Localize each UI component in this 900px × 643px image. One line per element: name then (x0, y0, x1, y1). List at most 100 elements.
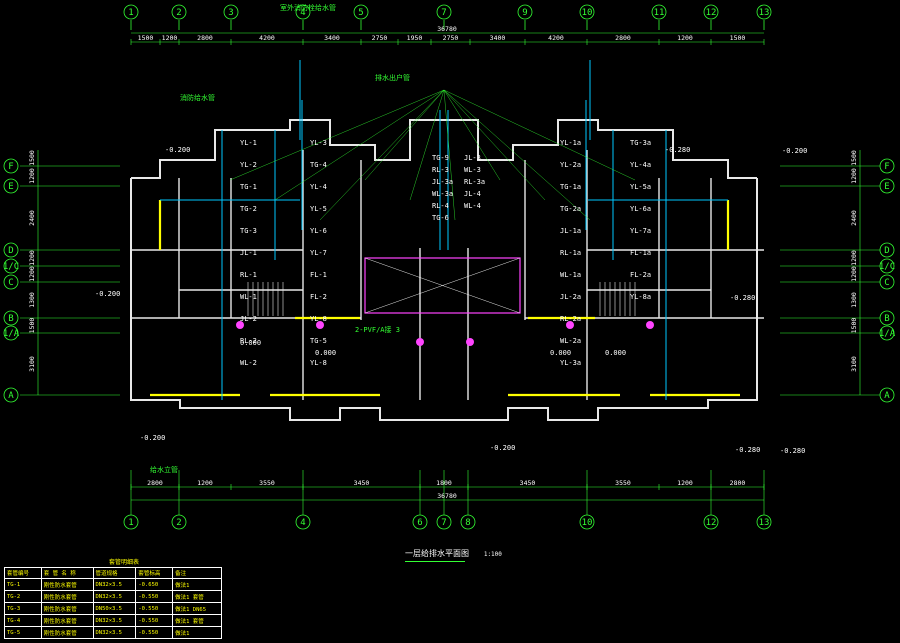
pipe-tags: -0.200-0.200-0.200-0.280-0.280-0.280-0.2… (95, 3, 807, 474)
elevation-label: -0.280 (735, 446, 760, 454)
axis-bubble-left (3, 310, 19, 326)
title-underline (405, 561, 465, 562)
axis-label-right-C: C (884, 278, 889, 288)
axis-bubble-right (879, 158, 895, 174)
left-tag: RL-2 (240, 337, 257, 345)
left-tag: WL-2 (240, 359, 257, 367)
left-dim-value: 1200 (28, 168, 36, 184)
axis-label-bottom-6: 6 (417, 518, 422, 528)
axis-label-left-D: D (8, 246, 13, 256)
legend-cell: 刚性防水套管 (40, 602, 94, 615)
axis-bubble-right (879, 274, 895, 290)
legend-cell: TG-2 (4, 590, 42, 603)
legend-cell: 刚性防水套管 (40, 590, 94, 603)
center-tag: RL-3 (432, 166, 449, 174)
elevation-label: -0.200 (782, 147, 807, 155)
axis-label-top-12: 12 (706, 8, 717, 18)
axis-bubble-top (651, 4, 667, 20)
bottom-overall-value: 36780 (437, 492, 457, 500)
right-tag: YL-7a (630, 227, 651, 235)
center-tag: WL-4 (464, 202, 481, 210)
right-tag: YL-5a (630, 183, 651, 191)
right-tag: WL-2a (560, 337, 581, 345)
axis-label-right-1/C: 1/C (879, 262, 895, 272)
top-dim-value: 2750 (372, 34, 388, 42)
right-tag: YL-1a (560, 139, 581, 147)
annotation-note: 2-PVF/A接 3 (355, 325, 400, 334)
axis-bubble-top (123, 4, 139, 20)
top-dim-value: 1200 (162, 34, 178, 42)
axis-bubble-right (879, 258, 895, 274)
outer-wall-bottom-right (444, 178, 758, 421)
legend-cell: DN32×3.5 (92, 614, 137, 627)
center-tag: RL-4 (432, 202, 449, 210)
legend-cell: DN32×3.5 (92, 590, 137, 603)
left-tag: TG-3 (240, 227, 257, 235)
axis-label-bottom-4: 4 (300, 518, 305, 528)
legend-header-cell: 套管编号 (4, 567, 42, 579)
left-tag: JL-1 (240, 249, 257, 257)
axis-label-right-D: D (884, 246, 889, 256)
bottom-dim-value: 3450 (520, 479, 536, 487)
top-dim-value: 1200 (677, 34, 693, 42)
left-dim-value: 1200 (28, 266, 36, 282)
axis-label-left-C: C (8, 278, 13, 288)
axis-bubble-left (3, 274, 19, 290)
axis-label-bottom-2: 2 (176, 518, 181, 528)
center-tag: WL-3a (432, 190, 453, 198)
legend-cell: 做法1 套管 (172, 590, 222, 603)
bottom-dim-value: 1800 (436, 479, 452, 487)
axis-bubble-right (879, 387, 895, 403)
outer-wall-top-right (444, 119, 757, 179)
top-overall-value: 36780 (437, 25, 457, 33)
top-dim-value: 4200 (259, 34, 275, 42)
axis-label-right-B: B (884, 314, 889, 324)
legend-title: 套管明细表 (108, 559, 139, 566)
axis-label-bottom-10: 10 (582, 518, 593, 528)
right-tag: FL-2a (630, 271, 651, 279)
bottom-dim-value: 1200 (197, 479, 213, 487)
legend-cell: TG-3 (4, 602, 42, 615)
axis-bubble-left (3, 178, 19, 194)
axis-bubble-bottom (703, 514, 719, 530)
left-tag: TG-4 (310, 161, 327, 169)
elevation-label: -0.280 (730, 294, 755, 302)
legend-cell: 做法1 (172, 626, 222, 639)
axis-bubble-left (3, 387, 19, 403)
axis-bubble-top (517, 4, 533, 20)
axis-bubble-left (3, 258, 19, 274)
legend-cell: 做法1 (172, 578, 222, 591)
elevation-label: -0.200 (165, 146, 190, 154)
left-dim-value: 2400 (28, 210, 36, 226)
fixture-marker (466, 338, 474, 346)
axis-label-top-7: 7 (441, 8, 446, 18)
bottom-dim-value: 3550 (259, 479, 275, 487)
legend-cell: -0.550 (135, 590, 174, 603)
left-tag: YL-4 (310, 183, 327, 191)
right-tag: YL-2a (560, 161, 581, 169)
axis-bubble-bottom (756, 514, 772, 530)
left-tag: YL-7 (310, 249, 327, 257)
fixture-marker (236, 321, 244, 329)
left-tag: TG-2 (240, 205, 257, 213)
left-tag: TG-1 (240, 183, 257, 191)
bottom-dim-value: 3450 (354, 479, 370, 487)
bottom-dim-value: 1200 (677, 479, 693, 487)
axis-bubble-bottom (579, 514, 595, 530)
axis-bubble-top (436, 4, 452, 20)
legend-cell: DN32×3.5 (92, 578, 137, 591)
drawing-title-block: 一层给排水平面图 1:100 (405, 548, 502, 562)
axis-label-top-9: 9 (522, 8, 527, 18)
axis-bubble-bottom (436, 514, 452, 530)
legend-cell: DN50×3.5 (92, 602, 137, 615)
legend-cell: TG-5 (4, 626, 42, 639)
center-tag: WL-3 (464, 166, 481, 174)
leader-line (274, 89, 445, 201)
axis-bubble-top (703, 4, 719, 20)
elevation-label: -0.200 (140, 434, 165, 442)
